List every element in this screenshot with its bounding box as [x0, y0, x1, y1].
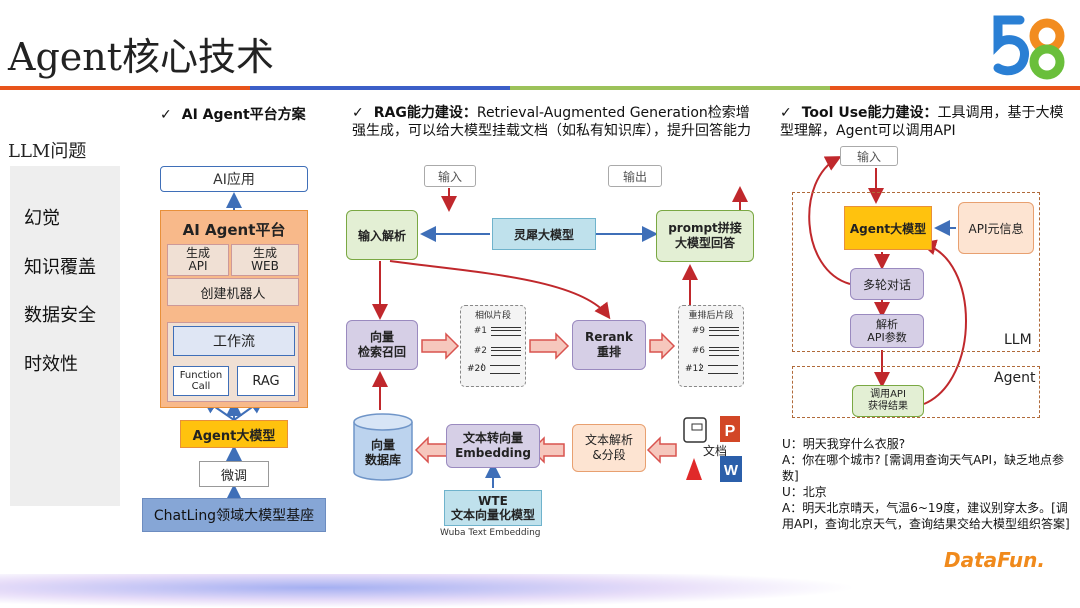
- similar-item: #2: [473, 346, 487, 356]
- problem-data-security: 数据安全: [24, 305, 96, 326]
- rag-input-box: 输入: [424, 165, 476, 187]
- tool-input-box: 输入: [840, 146, 898, 166]
- similar-item: #20: [467, 364, 486, 374]
- reranked-item: #12: [685, 364, 704, 374]
- logo-58: [990, 14, 1070, 80]
- call-api-box: 调用API 获得结果: [852, 385, 924, 417]
- lingxi-model-box: 灵犀大模型: [492, 218, 596, 250]
- function-call-box: Function Call: [173, 366, 229, 396]
- title-bar-blue: [250, 86, 510, 90]
- reranked-item: #6: [691, 346, 705, 356]
- similar-item: ⋮: [478, 363, 487, 373]
- col2-heading: ✓RAG能力建设：Retrieval-Augmented Generation检…: [352, 105, 751, 139]
- wte-box: WTE 文本向量化模型: [444, 490, 542, 526]
- gen-web-box: 生成 WEB: [231, 244, 299, 276]
- document-icons: P W: [680, 412, 750, 488]
- similar-label: 相似片段: [474, 311, 511, 321]
- tool-agent-model-box: Agent大模型: [844, 206, 932, 250]
- col1-heading: ✓AI Agent平台方案: [160, 107, 306, 123]
- agent-region-label: Agent: [994, 370, 1036, 386]
- problems-panel: [10, 166, 120, 506]
- docs-label: 文档: [703, 444, 728, 458]
- problem-knowledge-coverage: 知识覆盖: [24, 257, 96, 278]
- rag-box: RAG: [237, 366, 295, 396]
- dialog-example: U：明天我穿什么衣服? A：你在哪个城市? [需调用查询天气API，缺乏地点参数…: [782, 436, 1072, 532]
- reranked-item: #9: [691, 326, 705, 336]
- finetune-box: 微调: [199, 461, 269, 487]
- rag-output-box: 输出: [608, 165, 662, 187]
- check-icon-2: ✓: [352, 105, 364, 121]
- text2vec-box: 文本转向量 Embedding: [446, 424, 540, 468]
- workflow-box: 工作流: [173, 326, 295, 356]
- datafun-logo: DataFun.: [944, 548, 1045, 572]
- title-bar-orange-2: [830, 86, 1080, 90]
- multi-turn-box: 多轮对话: [850, 268, 924, 300]
- similar-item: #1: [473, 326, 487, 336]
- check-icon-3: ✓: [780, 105, 792, 121]
- base-model-box: ChatLing领域大模型基座: [142, 498, 326, 532]
- reranked-item: ⋮: [696, 363, 705, 373]
- dialog-line: A：明天北京晴天，气温6~19度，建议别穿太多。[调用API，查询北京天气，查询…: [782, 501, 1070, 531]
- vector-recall-box: 向量 检索召回: [346, 320, 418, 370]
- title-bar-orange: [0, 86, 250, 90]
- llm-problems-heading: LLM问题: [8, 141, 87, 162]
- dialog-line: U：北京: [782, 485, 827, 499]
- ai-app-box: AI应用: [160, 166, 308, 192]
- llm-region-label: LLM: [1004, 332, 1032, 348]
- platform-title: AI Agent平台: [182, 221, 286, 239]
- llm-dashed-region: [792, 192, 1040, 352]
- similar-last: #20: [460, 364, 526, 374]
- col3-heading: ✓Tool Use能力建设：工具调用，基于大模型理解，Agent可以调用API: [780, 105, 1064, 139]
- api-meta-box: API元信息: [958, 202, 1034, 254]
- dialog-line: U：明天我穿什么衣服?: [782, 437, 906, 451]
- agent-model-box: Agent大模型: [180, 420, 288, 448]
- check-icon: ✓: [160, 107, 172, 123]
- gen-api-box: 生成 API: [167, 244, 229, 276]
- svg-text:W: W: [724, 462, 739, 479]
- footer-gradient: [0, 574, 860, 608]
- doc-parse-box: 文本解析 &分段: [572, 424, 646, 472]
- svg-text:P: P: [725, 423, 736, 440]
- dialog-line: A：你在哪个城市? [需调用查询天气API，缺乏地点参数]: [782, 453, 1065, 483]
- create-bot-box: 创建机器人: [167, 278, 299, 306]
- parse-input-box: 输入解析: [346, 210, 418, 260]
- rerank-box: Rerank 重排: [572, 320, 646, 370]
- title-bar-green: [510, 86, 830, 90]
- problem-hallucination: 幻觉: [24, 208, 60, 229]
- vector-db-cylinder: 向量 数据库: [352, 412, 414, 482]
- parse-params-box: 解析 API参数: [850, 314, 924, 348]
- problem-timeliness: 时效性: [24, 354, 78, 375]
- wte-english: Wuba Text Embedding: [440, 528, 541, 538]
- reranked-last: #12: [678, 364, 744, 374]
- page-title: Agent核心技术: [8, 35, 275, 79]
- vector-db-label: 向量 数据库: [364, 438, 401, 467]
- reranked-label: 重排后片段: [688, 311, 734, 321]
- agent-dashed-region: [792, 366, 1040, 418]
- datafun-brand: DataFun.: [944, 548, 1045, 572]
- prompt-box: prompt拼接 大模型回答: [656, 210, 754, 262]
